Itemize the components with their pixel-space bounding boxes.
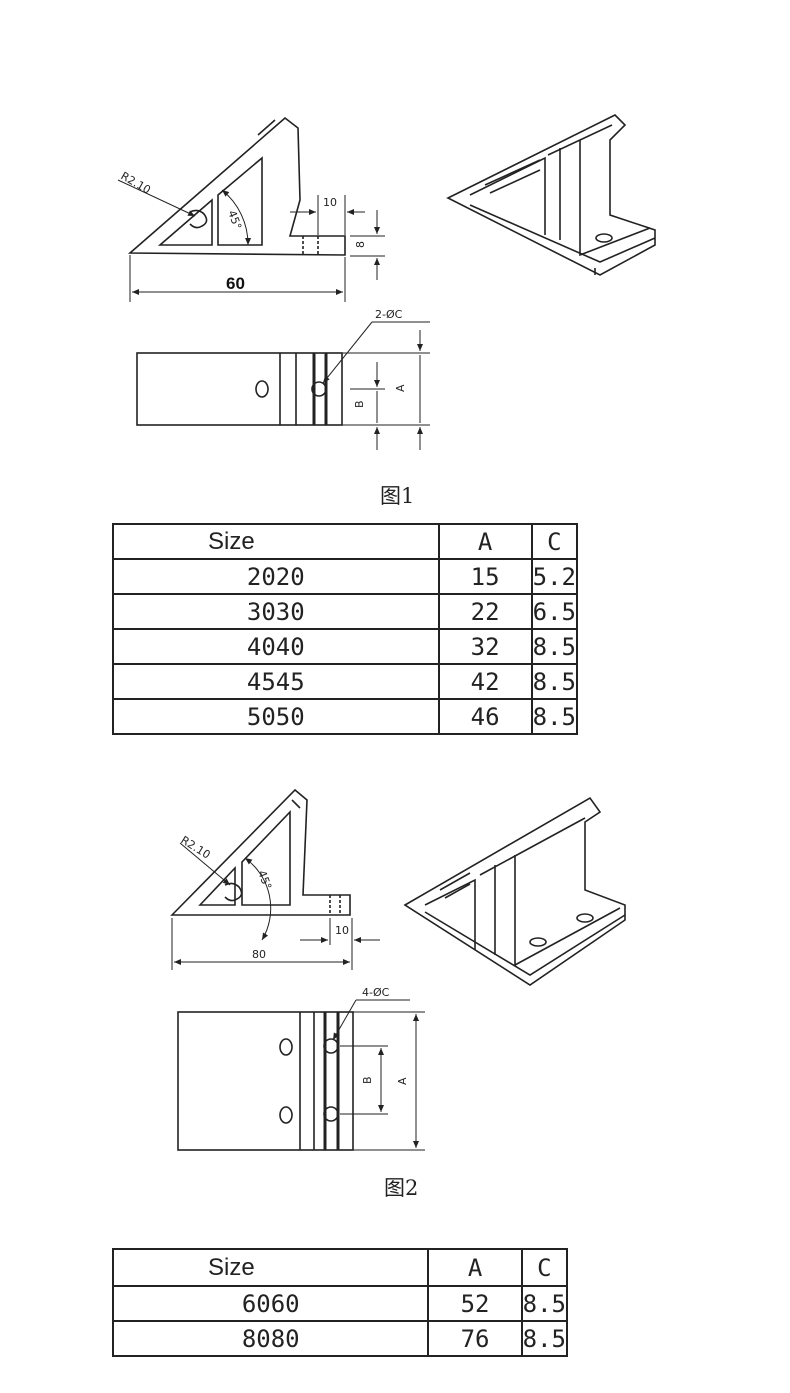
table1-a-cell: 32 xyxy=(437,628,533,665)
table1-c-cell: 5.2 xyxy=(530,558,579,595)
fig1-side-view xyxy=(117,116,385,302)
table1-header-a: A xyxy=(437,523,533,560)
figure2-caption: 图2 xyxy=(384,1176,419,1200)
table2-c-cell: 8.5 xyxy=(520,1320,569,1357)
spec-table-2: Size A C 6060 52 8.5 8080 76 8.5 xyxy=(111,1248,569,1357)
table1-header-size: Size xyxy=(112,523,440,560)
fig1-holes-label: 2-ØC xyxy=(375,308,403,321)
fig1-dim-a-label: A xyxy=(394,384,407,392)
table1-header-row: Size A C xyxy=(112,523,579,560)
fig2-side-view xyxy=(170,788,380,970)
table1-c-cell: 8.5 xyxy=(530,698,579,735)
table2-header-c: C xyxy=(520,1248,569,1287)
fig2-dim-a-label: A xyxy=(396,1077,409,1085)
table2-header-row: Size A C xyxy=(111,1248,569,1287)
figure1-caption: 图1 xyxy=(380,484,415,508)
table-row: 5050 46 8.5 xyxy=(112,698,579,735)
fig1-iso-view xyxy=(446,114,656,276)
table1-size-cell: 3030 xyxy=(112,593,440,630)
table2-c-cell: 8.5 xyxy=(520,1285,569,1322)
table1-size-cell: 4545 xyxy=(112,663,440,700)
table1-c-cell: 6.5 xyxy=(530,593,579,630)
fig2-radius-label: R2.10 xyxy=(178,834,212,862)
table2-size-cell: 6060 xyxy=(111,1285,430,1322)
table2-size-cell: 8080 xyxy=(111,1320,430,1357)
fig2-front-view xyxy=(177,999,425,1151)
table-row: 4545 42 8.5 xyxy=(112,663,579,700)
fig1-angle-label: 45° xyxy=(225,209,244,232)
fig1-tab-width-label: 10 xyxy=(323,196,337,209)
table2-header-a: A xyxy=(427,1248,523,1287)
table-row: 2020 15 5.2 xyxy=(112,558,579,595)
table-row: 6060 52 8.5 xyxy=(111,1285,569,1322)
table1-size-cell: 4040 xyxy=(112,628,440,665)
fig1-dim-b-label: B xyxy=(353,400,366,408)
fig1-front-view xyxy=(136,321,430,450)
fig1-length-label: 60 xyxy=(226,274,245,293)
fig2-iso-view xyxy=(403,796,626,986)
table2-a-cell: 76 xyxy=(427,1320,523,1357)
fig2-dim-b-label: B xyxy=(361,1076,374,1084)
table2-header-size: Size xyxy=(111,1248,430,1287)
table1-size-cell: 5050 xyxy=(112,698,440,735)
fig2-holes-label: 4-ØC xyxy=(362,986,390,999)
table1-header-c: C xyxy=(530,523,579,560)
fig2-angle-label: 45° xyxy=(255,869,274,892)
table1-c-cell: 8.5 xyxy=(530,663,579,700)
table-row: 4040 32 8.5 xyxy=(112,628,579,665)
table1-a-cell: 15 xyxy=(437,558,533,595)
table-row: 8080 76 8.5 xyxy=(111,1320,569,1357)
table-row: 3030 22 6.5 xyxy=(112,593,579,630)
spec-table-1: Size A C 2020 15 5.2 3030 22 6.5 4040 32… xyxy=(112,523,579,735)
table1-size-cell: 2020 xyxy=(112,558,440,595)
table1-a-cell: 22 xyxy=(437,593,533,630)
table1-a-cell: 46 xyxy=(437,698,533,735)
table1-a-cell: 42 xyxy=(437,663,533,700)
fig2-length-label: 80 xyxy=(252,948,266,961)
table1-c-cell: 8.5 xyxy=(530,628,579,665)
fig1-tab-height-label: 8 xyxy=(354,241,367,248)
table2-a-cell: 52 xyxy=(427,1285,523,1322)
fig2-tab-width-label: 10 xyxy=(335,924,349,937)
fig1-radius-label: R2.10 xyxy=(119,169,153,196)
